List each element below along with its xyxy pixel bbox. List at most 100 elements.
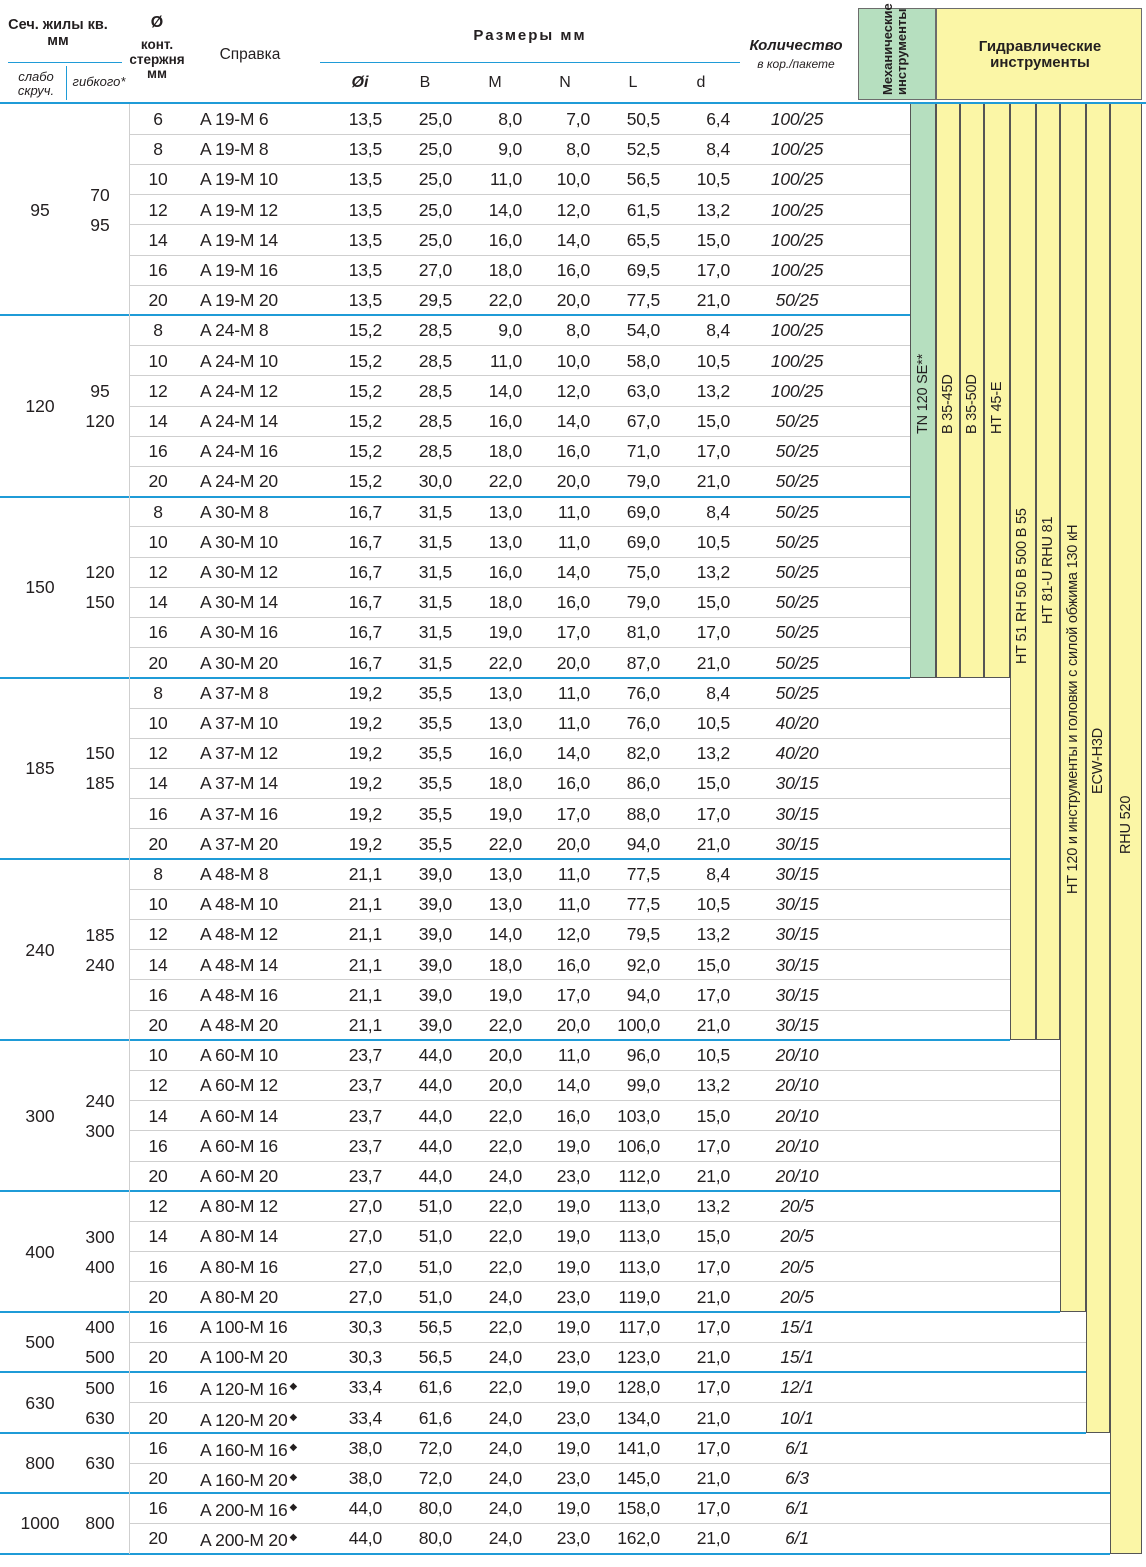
rod-cell: 14 (148, 954, 168, 975)
d-cell: 21,0 (696, 1528, 730, 1549)
b-cell: 61,6 (418, 1377, 452, 1398)
di-cell: 16,7 (348, 531, 382, 552)
flex-value: 630 (85, 1407, 115, 1428)
ref-cell: A 48-M 16 (200, 980, 320, 1010)
d-cell: 21,0 (696, 1468, 730, 1488)
di-cell: 15,2 (348, 380, 382, 401)
d-cell: 21,0 (696, 652, 730, 673)
n-cell: 11,0 (558, 682, 590, 703)
group-divider (0, 1039, 1010, 1042)
group-divider (0, 495, 910, 498)
diamond-mark: ◆ (289, 1532, 298, 1544)
d-cell: 8,4 (706, 864, 730, 884)
rod-cell: 20 (148, 1286, 168, 1307)
qty-cell: 30/15 (775, 894, 819, 915)
hydr-label: Гидравлические инструменты (978, 38, 1102, 72)
flex-value: 240 (85, 1090, 115, 1111)
section-value: 400 (25, 1241, 55, 1262)
d-cell: 17,0 (696, 1256, 730, 1277)
n-cell: 19,0 (556, 1256, 590, 1277)
row-divider (130, 1522, 1110, 1524)
qty-cell: 50/25 (775, 682, 819, 703)
tool-column: HT 120 и инструменты и головки с силой о… (1060, 104, 1086, 1312)
di-cell: 13,5 (348, 290, 382, 311)
m-cell: 24,0 (488, 1407, 522, 1428)
n-cell: 20,0 (556, 471, 590, 492)
ref-cell: A 48-M 10 (200, 889, 320, 919)
di-cell: 13,5 (348, 169, 382, 190)
header-divider (8, 62, 122, 63)
rod-label: конт. стержня мм (129, 37, 185, 82)
l-cell: 141,0 (617, 1437, 660, 1458)
ref-code: A 48-M 10 (200, 894, 278, 915)
ref-cell: A 60-M 10 (200, 1040, 320, 1070)
group-divider (0, 1311, 1060, 1313)
flex-value: 150 (85, 743, 115, 764)
qty-label: Количество (749, 37, 843, 54)
row-divider (130, 979, 1010, 981)
n-cell: 19,0 (556, 1377, 590, 1398)
n-cell: 14,0 (556, 743, 590, 764)
d-cell: 8,4 (706, 320, 730, 341)
di-cell: 21,1 (348, 1015, 382, 1035)
rod-cell: 14 (148, 411, 168, 431)
di-cell: 27,0 (348, 1196, 382, 1217)
di-cell: 16,7 (348, 622, 382, 643)
rod-cell: 14 (148, 592, 168, 613)
d-cell: 13,2 (696, 1196, 730, 1217)
qty-cell: 50/25 (775, 652, 819, 673)
tool-label: HT 51 RH 50 B 500 B 55 (1014, 508, 1030, 664)
diamond-mark: ◆ (289, 1381, 298, 1393)
di-cell: 21,1 (348, 924, 382, 945)
b-cell: 25,0 (418, 139, 452, 160)
diamond-mark: ◆ (289, 1502, 298, 1514)
l-cell: 119,0 (618, 1286, 661, 1307)
ref-code: A 37-M 12 (200, 743, 278, 764)
l-cell: 113,0 (618, 1226, 661, 1247)
n-cell: 10,0 (556, 169, 590, 190)
ref-code: A 60-M 12 (200, 1075, 278, 1096)
l-cell: 145,0 (617, 1468, 660, 1488)
di-cell: 19,2 (348, 682, 382, 703)
di-cell: 23,7 (348, 1075, 382, 1096)
l-cell: 50,5 (626, 109, 660, 129)
di-cell: 33,4 (348, 1407, 382, 1428)
tool-label: ECW-H3D (1090, 727, 1106, 794)
ref-cell: A 80-M 12 (200, 1191, 320, 1221)
di-cell: 33,4 (348, 1377, 382, 1398)
d-cell: 15,0 (696, 954, 730, 975)
n-cell: 23,0 (556, 1468, 590, 1488)
row-divider (130, 586, 910, 588)
b-cell: 25,0 (418, 229, 452, 250)
ref-cell: A 30-M 14 (200, 587, 320, 617)
row-divider (130, 375, 910, 377)
row-divider (130, 1130, 1060, 1132)
ref-cell: A 48-M 8 (200, 859, 320, 889)
section-value: 300 (25, 1105, 55, 1126)
dim-col-header: N (559, 74, 571, 91)
qty-cell: 100/25 (770, 199, 824, 220)
l-cell: 113,0 (618, 1196, 661, 1217)
qty-cell: 50/25 (775, 411, 819, 431)
m-cell: 18,0 (488, 441, 522, 462)
n-cell: 11,0 (558, 501, 590, 522)
sub-flex-label: гибкого* (72, 74, 126, 89)
di-cell: 44,0 (348, 1528, 382, 1549)
section-title: Сеч. жилы кв. мм (8, 17, 108, 49)
dims-label: Размеры мм (473, 27, 587, 44)
l-cell: 79,0 (626, 592, 660, 613)
di-cell: 19,2 (348, 773, 382, 794)
tool-column: ECW-H3D (1086, 104, 1110, 1433)
d-cell: 13,2 (696, 199, 730, 220)
tool-column: B 35-45D (936, 104, 960, 678)
ref-code: A 200-M 20 (200, 1530, 288, 1551)
row-divider (130, 798, 1010, 800)
section-value: 120 (25, 396, 55, 416)
row-divider (130, 284, 910, 286)
di-cell: 13,5 (348, 260, 382, 280)
di-cell: 16,7 (348, 652, 382, 673)
n-cell: 17,0 (556, 984, 590, 1005)
d-cell: 17,0 (696, 803, 730, 824)
l-cell: 56,5 (626, 169, 660, 190)
